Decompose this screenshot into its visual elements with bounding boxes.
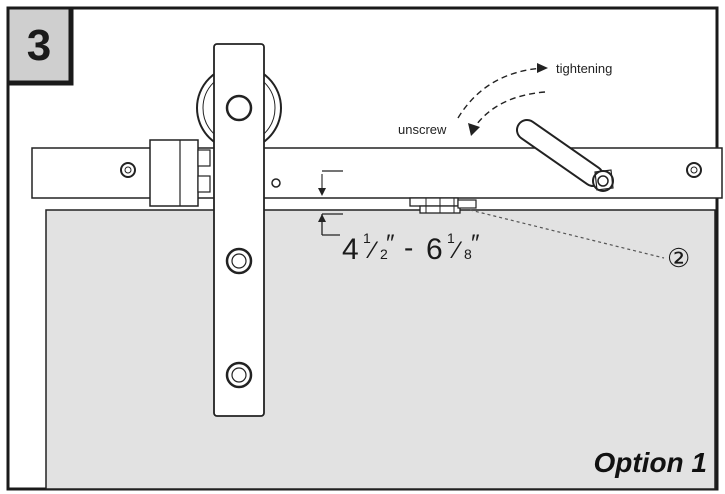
gap-dimension-text: 4 1 ⁄ 2 ″ - 6 1 ⁄ 8 ″ <box>342 230 480 266</box>
tightening-arrow-icon <box>457 63 548 119</box>
dimension-unit-max: ″ <box>471 230 480 257</box>
gap-dimension-bracket <box>318 170 343 236</box>
wrench-icon <box>516 119 614 192</box>
dimension-frac-min-den: 2 <box>380 246 388 262</box>
strap-bolt-middle-inner <box>231 253 247 269</box>
step-number: 3 <box>27 21 51 70</box>
rail-bolt-left-inner <box>124 166 132 174</box>
rail-bolt-right-inner <box>690 166 698 174</box>
tightening-label: tightening <box>556 61 612 76</box>
track-rail <box>31 147 723 199</box>
hanger-strap <box>213 43 265 417</box>
strap-bolt-bottom-inner <box>231 367 247 383</box>
step-badge: 3 <box>6 6 72 84</box>
rail-bolt-left <box>120 162 136 178</box>
floor-guide <box>409 197 477 214</box>
strap-bolt-middle <box>225 247 253 275</box>
unscrew-label: unscrew <box>398 122 447 137</box>
dimension-frac-min-num: 1 <box>363 230 371 246</box>
rail-bolt-right <box>686 162 702 178</box>
end-stop-block <box>149 139 211 207</box>
option-label: Option 1 <box>593 447 707 478</box>
strap-bolt-bottom <box>225 361 253 389</box>
dimension-unit-min: ″ <box>386 230 395 257</box>
dimension-whole-max: 6 <box>426 233 443 266</box>
door-panel <box>45 209 716 490</box>
unscrew-arrow-icon <box>468 91 546 136</box>
rail-small-hole <box>271 178 281 188</box>
strap-bolt-top <box>225 94 253 122</box>
dimension-whole-min: 4 <box>342 233 359 266</box>
dimension-frac-max-den: 8 <box>464 246 472 262</box>
diagram-frame <box>6 6 719 491</box>
dimension-separator: - <box>404 232 413 263</box>
callout-number: ② <box>667 243 690 273</box>
dimension-frac-max-num: 1 <box>447 230 455 246</box>
